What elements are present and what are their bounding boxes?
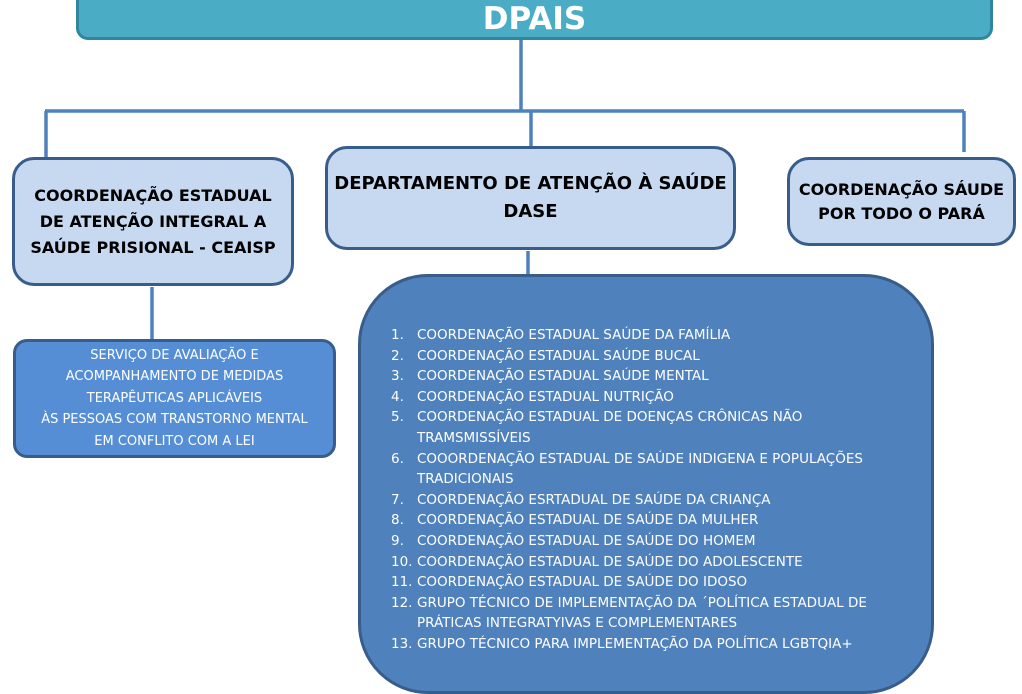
list-item-text: COORDENAÇÃO ESTADUAL DE DOENÇAS CRÔNICAS…	[417, 409, 803, 446]
list-item-number: 9.	[391, 532, 404, 549]
list-item-number: 10.	[391, 553, 413, 570]
list-item-number: 13.	[391, 635, 413, 652]
dase-box: DEPARTAMENTO DE ATENÇÃO À SAÚDE DASE	[325, 146, 736, 250]
list-item-number: 11.	[391, 574, 413, 591]
list-item-number: 2.	[391, 347, 404, 364]
coordinations-list-box: 1.COORDENAÇÃO ESTADUAL SAÚDE DA FAMÍLIA …	[358, 274, 934, 694]
list-item-number: 3.	[391, 368, 404, 385]
list-item: 11.COORDENAÇÃO ESTADUAL DE SAÚDE DO IDOS…	[391, 572, 887, 593]
list-item-number: 8.	[391, 512, 404, 529]
list-item-text: GRUPO TÉCNICO DE IMPLEMENTAÇÃO DA ´POLÍT…	[417, 594, 867, 632]
list-item: 2. COORDENAÇÃO ESTADUAL SAÚDE BUCAL	[391, 346, 887, 367]
list-item: 8. COORDENAÇÃO ESTADUAL DE SAÚDE DA MULHE…	[391, 510, 887, 531]
list-item: 10.COORDENAÇÃO ESTADUAL DE SAÚDE DO ADOL…	[391, 552, 887, 573]
list-item-text: COOORDENAÇÃO ESTADUAL DE SAÚDE INDIGENA …	[417, 450, 863, 488]
list-item: 9. COORDENAÇÃO ESTADUAL DE SAÚDE DO HOMEM	[391, 531, 887, 552]
list-item: 6. COOORDENAÇÃO ESTADUAL DE SAÚDE INDIGEN…	[391, 449, 887, 490]
dase-label: DEPARTAMENTO DE ATENÇÃO À SAÚDE DASE	[334, 173, 727, 222]
list-item-text: COORDENAÇÃO ESTADUAL SAÚDE DA FAMÍLIA	[417, 327, 731, 343]
list-item-text: COORDENAÇÃO ESTADUAL DE SAÚDE DO IDOSO	[417, 574, 748, 591]
list-item-text: COORDENAÇÃO ESTADUAL DE SAÚDE DA MULHER	[417, 512, 759, 529]
list-item-text: COORDENAÇÃO ESTADUAL DE SAÚDE DO ADOLESC…	[417, 553, 803, 570]
list-item: 4. COORDENAÇÃO ESTADUAL NUTRIÇÃO	[391, 387, 887, 408]
list-item-text: COORDENAÇÃO ESTADUAL SAÚDE BUCAL	[417, 347, 700, 364]
dpais-header-box: DPAIS	[76, 0, 993, 40]
saude-por-todo-para-label: COORDENAÇÃO SÁUDE POR TODO O PARÁ	[798, 179, 1005, 223]
list-item-number: 12.	[391, 594, 413, 611]
list-item-number: 1.	[391, 327, 404, 343]
dpais-title: DPAIS	[482, 1, 587, 37]
saude-por-todo-para-box: COORDENAÇÃO SÁUDE POR TODO O PARÁ	[787, 157, 1016, 246]
ceaisp-box: COORDENAÇÃO ESTADUAL DE ATENÇÃO INTEGRAL…	[12, 157, 294, 286]
list-item: 13.GRUPO TÉCNICO PARA IMPLEMENTAÇÃO DA P…	[391, 634, 887, 655]
list-item: 12.GRUPO TÉCNICO DE IMPLEMENTAÇÃO DA ´PO…	[391, 593, 887, 634]
connector-lines	[44, 40, 966, 340]
service-label: SERVIÇO DE AVALIAÇÃO E ACOMPANHAMENTO DE…	[41, 347, 308, 449]
list-item: 5. COORDENAÇÃO ESTADUAL DE DOENÇAS CRÔNIC…	[391, 407, 887, 448]
ceaisp-label: COORDENAÇÃO ESTADUAL DE ATENÇÃO INTEGRAL…	[30, 185, 276, 257]
list-item-number: 5.	[391, 409, 404, 426]
list-item-number: 6.	[391, 450, 404, 467]
list-item-text: COORDENAÇÃO ESTADUAL DE SAÚDE DO HOMEM	[417, 532, 756, 549]
coordinations-list: 1.COORDENAÇÃO ESTADUAL SAÚDE DA FAMÍLIA …	[391, 325, 887, 655]
list-item-number: 7.	[391, 491, 404, 508]
list-item-text: COORDENAÇÃO ESTADUAL NUTRIÇÃO	[417, 388, 674, 405]
service-box: SERVIÇO DE AVALIAÇÃO E ACOMPANHAMENTO DE…	[13, 339, 336, 458]
list-item-text: COORDENAÇÃO ESRTADUAL DE SAÚDE DA CRIANÇ…	[417, 491, 771, 508]
list-item-text: COORDENAÇÃO ESTADUAL SAÚDE MENTAL	[417, 368, 709, 385]
list-item: 7. COORDENAÇÃO ESRTADUAL DE SAÚDE DA CRIA…	[391, 490, 887, 511]
list-item: 3. COORDENAÇÃO ESTADUAL SAÚDE MENTAL	[391, 366, 887, 387]
list-item: 1. COORDENAÇÃO ESTADUAL SAÚDE DA FAMÍLIA	[391, 325, 887, 346]
list-item-text: GRUPO TÉCNICO PARA IMPLEMENTAÇÃO DA POLÍ…	[417, 635, 853, 652]
list-item-number: 4.	[391, 388, 404, 405]
